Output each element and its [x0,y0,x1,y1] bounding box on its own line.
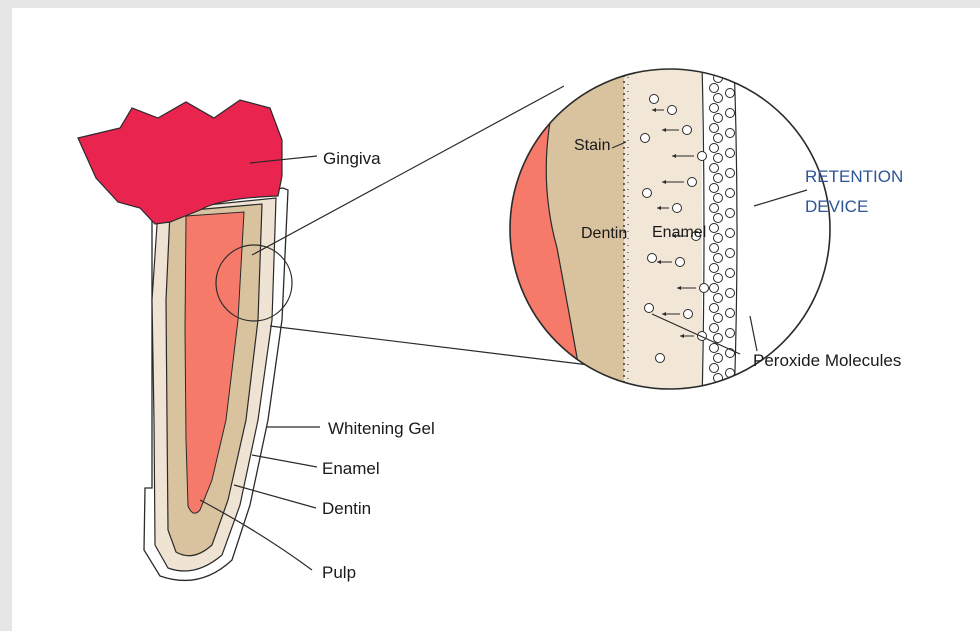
label-retention-device-line1: RETENTION [805,167,903,186]
retained-peroxide-molecule [710,344,719,353]
retained-peroxide-molecule [710,224,719,233]
diffusing-peroxide-molecule [688,178,697,187]
diffusing-peroxide-molecule [683,126,692,135]
peroxide-molecule-enamel-0 [650,95,659,104]
retained-peroxide-molecule [714,254,723,263]
retained-peroxide-molecule [714,234,723,243]
retained-peroxide-molecule [714,94,723,103]
label-peroxide-molecules: Peroxide Molecules [753,351,901,370]
tooth [78,100,292,580]
retained-peroxide-molecule [714,154,723,163]
retained-peroxide-molecule [710,184,719,193]
retained-peroxide-molecule [726,129,735,138]
retained-peroxide-molecule [726,389,735,398]
retained-peroxide-molecule [726,329,735,338]
diffusing-peroxide-molecule [700,284,709,293]
label-gingiva: Gingiva [323,149,381,168]
retained-peroxide-molecule [714,274,723,283]
peroxide-molecule-enamel-2 [643,189,652,198]
retained-peroxide-molecule [726,309,735,318]
retained-peroxide-molecule [710,264,719,273]
tooth-whitening-diagram: Stain Dentin Enamel Gingiva Whitening Ge… [12,8,980,631]
retained-peroxide-molecule [710,124,719,133]
diffusing-peroxide-molecule [698,332,707,341]
diffusing-peroxide-molecule [698,152,707,161]
magnified-enamel-label: Enamel [652,224,706,241]
enamel-leader [252,455,317,467]
retained-peroxide-molecule [726,189,735,198]
label-enamel: Enamel [322,459,380,478]
peroxide-molecule-enamel-1 [641,134,650,143]
retained-peroxide-molecule [710,324,719,333]
peroxide-molecule-enamel-5 [656,354,665,363]
peroxide-molecule-enamel-3 [648,254,657,263]
magnified-dentin-label: Dentin [581,225,627,242]
retained-peroxide-molecule [714,114,723,123]
retained-peroxide-molecule [726,269,735,278]
retained-peroxide-molecule [714,194,723,203]
retained-peroxide-molecule [710,244,719,253]
retained-peroxide-molecule [710,164,719,173]
retained-peroxide-molecule [714,214,723,223]
retained-peroxide-molecule [726,149,735,158]
label-whitening-gel: Whitening Gel [328,419,435,438]
label-dentin: Dentin [322,499,371,518]
retained-peroxide-molecule [714,314,723,323]
peroxide-molecule-enamel-4 [645,304,654,313]
label-pulp: Pulp [322,563,356,582]
retained-peroxide-molecule [726,109,735,118]
label-retention-device-line2: DEVICE [805,197,868,216]
retained-peroxide-molecule [710,144,719,153]
retained-peroxide-molecule [710,84,719,93]
diffusing-peroxide-molecule [668,106,677,115]
retained-peroxide-molecule [726,249,735,258]
retained-peroxide-molecule [710,284,719,293]
diagram-canvas: Stain Dentin Enamel Gingiva Whitening Ge… [12,8,980,631]
diffusing-peroxide-molecule [676,258,685,267]
retained-peroxide-molecule [710,364,719,373]
retained-peroxide-molecule [710,204,719,213]
magnified-stain-label: Stain [574,137,610,154]
diffusing-peroxide-molecule [673,204,682,213]
retained-peroxide-molecule [710,304,719,313]
retained-peroxide-molecule [726,209,735,218]
retained-peroxide-molecule [726,229,735,238]
diffusing-peroxide-molecule [684,310,693,319]
retained-peroxide-molecule [710,384,719,393]
retained-peroxide-molecule [714,174,723,183]
retained-peroxide-molecule [726,169,735,178]
retained-peroxide-molecule [714,134,723,143]
retained-peroxide-molecule [714,294,723,303]
retained-peroxide-molecule [726,89,735,98]
retained-peroxide-molecule [726,289,735,298]
retained-peroxide-molecule [710,104,719,113]
retained-peroxide-molecule [714,334,723,343]
retained-peroxide-molecule [714,354,723,363]
